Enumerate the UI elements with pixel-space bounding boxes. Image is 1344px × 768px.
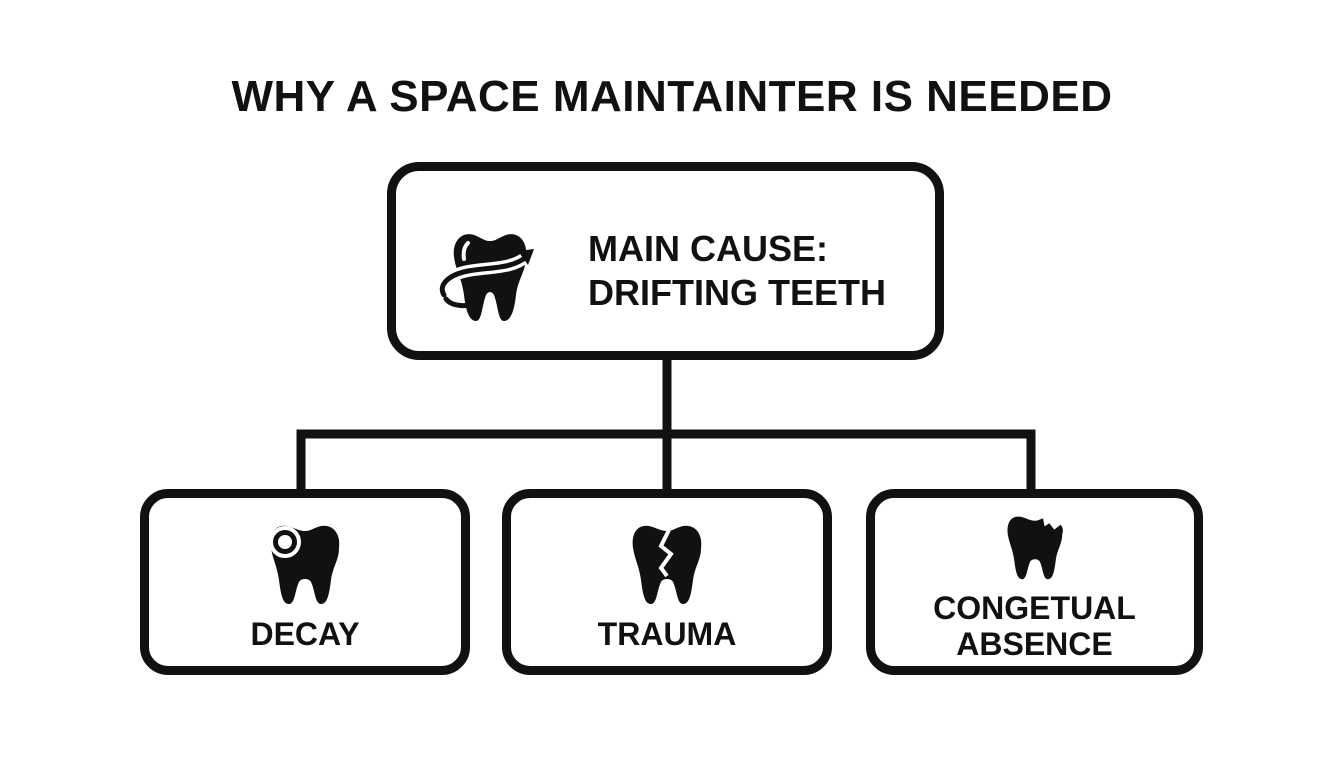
cause-box-decay: DECAY (140, 489, 470, 675)
cracked-tooth-icon (632, 525, 702, 604)
main-cause-box: MAIN CAUSE: DRIFTING TEETH (387, 162, 944, 360)
tooth-drift-arrow-icon (436, 234, 534, 321)
cause-label-congenital-absence: CONGETUAL ABSENCE (875, 590, 1194, 662)
decayed-tooth-icon (269, 525, 340, 604)
chipped-tooth-icon (1006, 516, 1063, 580)
cause-label-congenital-line1: CONGETUAL (933, 590, 1136, 626)
cause-label-congenital-line2: ABSENCE (956, 626, 1113, 662)
diagram-title: WHY A SPACE MAINTAINTER IS NEEDED (231, 72, 1113, 121)
cause-label-trauma: TRAUMA (597, 616, 737, 652)
cause-box-trauma: TRAUMA (502, 489, 832, 675)
cause-box-congenital-absence: CONGETUAL ABSENCE (866, 489, 1203, 675)
main-cause-line2: DRIFTING TEETH (588, 272, 886, 313)
main-cause-line1: MAIN CAUSE: (588, 228, 828, 269)
cause-label-decay: DECAY (250, 616, 360, 652)
main-cause-label: MAIN CAUSE: DRIFTING TEETH (588, 227, 886, 315)
